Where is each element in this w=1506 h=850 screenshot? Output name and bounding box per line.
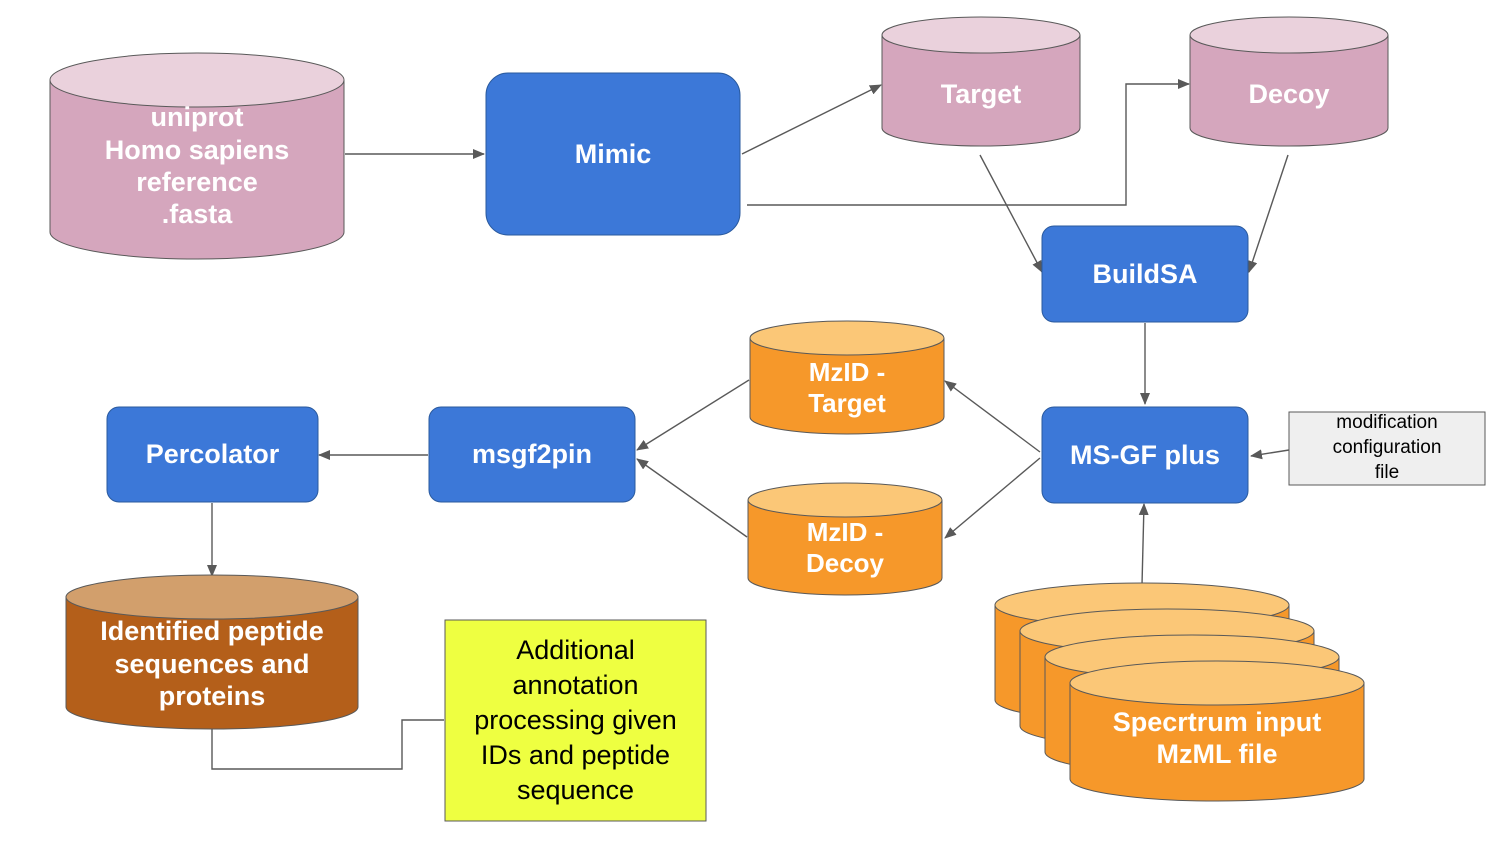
decoy-label: Decoy [1190,66,1388,122]
additional-line-3: processing given [474,704,677,735]
uniprot-line-3: reference [136,167,258,197]
mimic-process [485,72,741,236]
msgf2pin-label: msgf2pin [429,407,635,502]
msgf2pin-text: msgf2pin [471,439,592,470]
identified-line-3: proteins [158,681,266,712]
msgf-plus-text: MS-GF plus [1070,439,1220,470]
additional-line-1: Additional [516,634,635,665]
decoy-database [1189,16,1389,147]
additional-line-5: sequence [516,775,635,806]
mzid-decoy-line-1: MzID - [806,516,884,547]
identified-database [65,574,359,730]
percolator-label: Percolator [107,407,318,502]
edge-msgfplus-mzidtarget [944,380,1041,453]
buildsa-text: BuildSA [1092,258,1198,289]
uniprot-line-4: .fasta [161,199,233,230]
uniprot-label: uniprot Homo sapiens reference .fasta [50,96,344,236]
target-database [881,16,1081,147]
edge-mimic-target [741,84,882,155]
edge-msgfplus-mziddecoy [944,457,1041,539]
edge-identified-additional [211,719,444,770]
identified-label: Identified peptide sequences and protein… [66,612,358,716]
edge-mziddecoy-msgf2pin [636,458,748,538]
mzid-decoy-label: MzID - Decoy [748,510,942,586]
mod-config-note [1288,411,1486,486]
decoy-text: Decoy [1248,78,1330,109]
additional-note [444,619,707,822]
edge-decoy-buildsa [1247,154,1289,273]
msgf-plus-label: MS-GF plus [1042,407,1248,503]
spectrum-line-2: MzML file [1156,739,1278,769]
target-label: Target [882,66,1080,122]
edge-target-buildsa [979,154,1043,273]
mod-config-line-2: configuration [1332,437,1442,459]
uniprot-database [49,52,345,260]
percolator-process [106,406,319,503]
edge-modconfig-msgfplus [1250,449,1290,460]
spectrum-label: Specrtrum input MzML file [1070,700,1364,776]
additional-line-4: IDs and peptide [480,740,671,771]
uniprot-line-1: uniprot [150,102,244,133]
target-text: Target [940,78,1022,109]
mzid-target-label: MzID - Target [750,350,944,426]
edge-spectrum-msgfplus [1138,503,1149,586]
identified-line-2: sequences and [114,648,310,679]
mzid-target-line-2: Target [808,388,886,418]
mzid-decoy-database [747,482,943,596]
mod-config-label: modification configuration file [1289,412,1485,485]
percolator-text: Percolator [145,439,280,470]
buildsa-label: BuildSA [1042,226,1248,322]
spectrum-line-1: Specrtrum input [1112,706,1322,737]
mzid-target-database [749,320,945,435]
spectrum-cylinder-4 [1069,660,1365,802]
edge-mimic-decoy [747,79,1190,206]
mimic-label: Mimic [486,73,740,235]
mimic-text: Mimic [574,138,652,169]
additional-line-2: annotation [512,669,639,700]
additional-label: Additional annotation processing given I… [445,620,706,821]
mod-config-line-3: file [1374,461,1400,483]
mod-config-line-1: modification [1336,412,1438,434]
buildsa-process [1041,225,1249,323]
msgf2pin-process [428,406,636,503]
msgf-plus-process [1041,406,1249,504]
spectrum-stack [994,582,1365,802]
identified-line-1: Identified peptide [100,616,324,647]
mzid-target-line-1: MzID - [808,356,886,387]
uniprot-line-2: Homo sapiens [104,134,290,165]
edge-mzidtarget-msgf2pin [636,379,750,451]
mzid-decoy-line-2: Decoy [805,548,885,578]
